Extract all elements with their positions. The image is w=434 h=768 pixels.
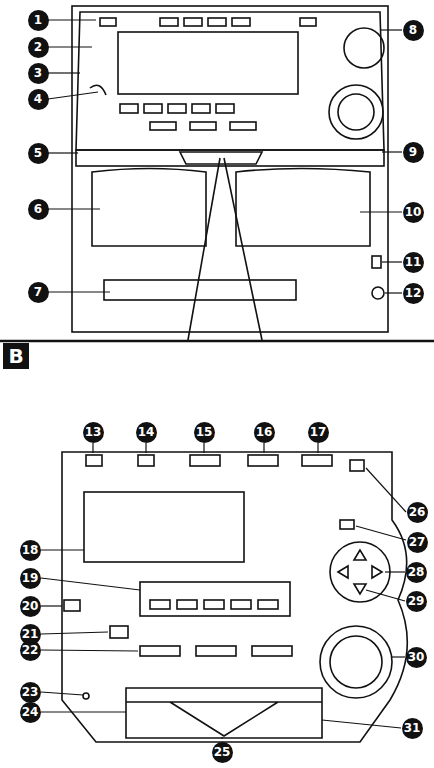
middle-strip [76, 150, 384, 166]
callout-number: 12 [403, 283, 424, 304]
panel-outline [62, 452, 407, 742]
callout-number: 26 [407, 502, 428, 523]
callout-number: 5 [28, 143, 49, 164]
tray-front [180, 152, 262, 164]
callout-number: 15 [194, 422, 215, 443]
eq-buttons [150, 600, 278, 609]
callout-number: 3 [28, 63, 49, 84]
leader-lines [48, 20, 402, 293]
volume-knob [329, 85, 383, 139]
callout-number: 8 [403, 20, 424, 41]
callout-number: 16 [254, 422, 275, 443]
callout-number: 7 [28, 282, 49, 303]
callout-number: 27 [407, 532, 428, 553]
callout-number: 22 [20, 640, 41, 661]
jog-dial [344, 28, 384, 68]
left-deck [92, 169, 206, 247]
small-button [372, 256, 381, 268]
callout-number: 29 [406, 591, 427, 612]
callout-number: 28 [406, 562, 427, 583]
row-buttons [140, 646, 292, 656]
button-20 [64, 600, 80, 611]
cd-slot [104, 280, 296, 300]
divider [0, 340, 434, 343]
top-section [76, 12, 384, 150]
callout-number: 23 [20, 682, 41, 703]
mic-jack [83, 693, 89, 699]
arrows [338, 550, 382, 594]
callout-number: 13 [83, 422, 104, 443]
callout-number: 30 [406, 647, 427, 668]
volume-knob-inner [330, 636, 382, 688]
button-21 [110, 626, 128, 638]
callout-number: 20 [20, 596, 41, 617]
figure-letter: B [3, 343, 29, 369]
callout-number: 25 [212, 742, 233, 763]
phones-jack [372, 287, 384, 299]
door-curve [90, 85, 106, 95]
right-deck [236, 169, 370, 247]
callout-number: 1 [28, 10, 49, 31]
eq-row [140, 582, 290, 616]
bottom-tray [126, 688, 322, 738]
zoom-line [224, 158, 262, 340]
callout-number: 4 [28, 89, 49, 110]
cassette-window [118, 32, 298, 94]
zoom-line [188, 158, 220, 340]
display [84, 492, 244, 562]
callout-number: 24 [20, 702, 41, 723]
top-buttons [100, 18, 316, 130]
callout-number: 6 [28, 199, 49, 220]
cross-keys [330, 542, 390, 602]
callout-number: 9 [403, 142, 424, 163]
callout-number: 18 [20, 540, 41, 561]
callout-number: 11 [403, 252, 424, 273]
callout-number: 10 [403, 202, 424, 223]
callout-number: 31 [402, 718, 423, 739]
callout-number: 17 [308, 422, 329, 443]
leader-lines [41, 443, 406, 739]
callout-number: 2 [28, 37, 49, 58]
volume-knob [320, 626, 392, 698]
callout-number: 19 [20, 568, 41, 589]
cabinet [72, 6, 388, 332]
callout-number: 14 [136, 422, 157, 443]
volume-knob-inner [338, 94, 374, 130]
